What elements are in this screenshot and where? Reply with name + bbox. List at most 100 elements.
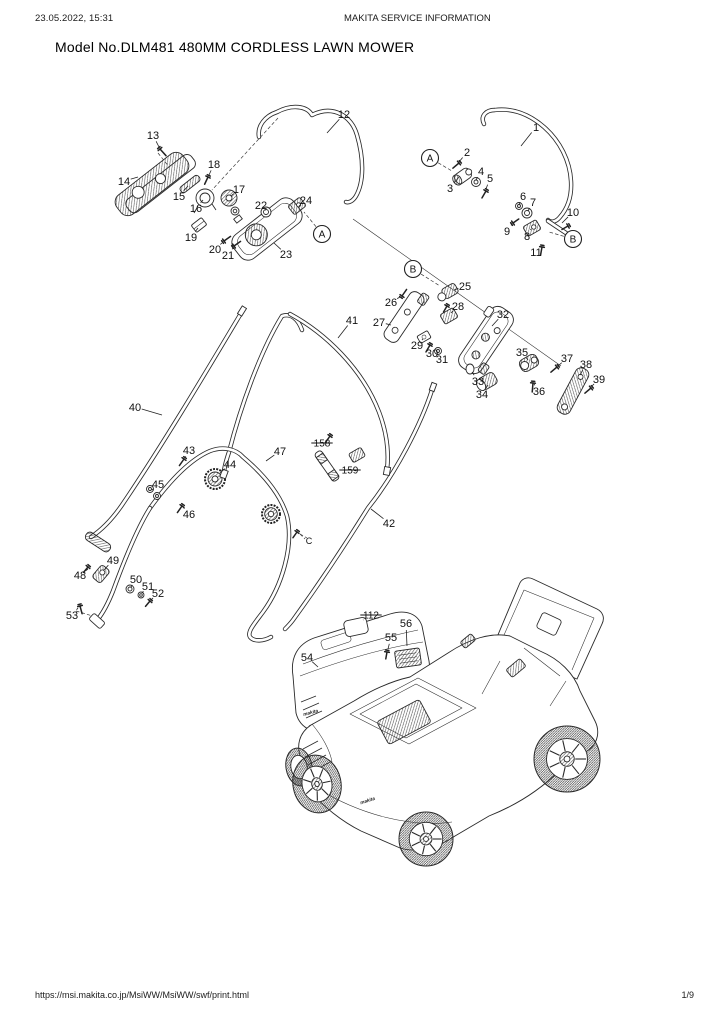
part40-grip (84, 531, 112, 553)
part38-lever (556, 367, 590, 415)
svg-text:8: 8 (524, 231, 530, 243)
handle-foot (89, 613, 105, 629)
cable42-fitting (428, 381, 438, 393)
part8-bracket (523, 219, 541, 237)
upper-handle-right-tube (480, 107, 574, 224)
letter-labels: C (299, 533, 313, 546)
svg-text:24: 24 (300, 195, 312, 207)
svg-text:20: 20 (209, 244, 221, 256)
svg-text:12: 12 (338, 109, 350, 121)
part3-pivot (452, 167, 473, 186)
cable-42 (282, 387, 435, 632)
svg-text:13: 13 (147, 130, 159, 142)
reference-circles: A B A B (303, 148, 583, 287)
svg-text:44: 44 (224, 459, 236, 471)
part29-box (416, 330, 432, 344)
part28-box (440, 307, 458, 325)
svg-text:39: 39 (593, 374, 605, 386)
svg-text:29: 29 (411, 340, 423, 352)
svg-text:14: 14 (118, 176, 130, 188)
part33-ring (465, 363, 475, 375)
part34-cylinder (476, 372, 498, 392)
svg-text:2: 2 (464, 147, 470, 159)
cable-clip-158 (314, 450, 340, 482)
svg-text:51: 51 (142, 581, 154, 593)
svg-text:15: 15 (173, 191, 185, 203)
svg-text:112: 112 (363, 611, 379, 622)
exploded-parts (84, 151, 590, 629)
part49-block (92, 565, 110, 583)
svg-text:A: A (319, 230, 326, 241)
svg-text:46: 46 (183, 509, 195, 521)
cable-clip-159 (348, 447, 366, 463)
svg-text:3: 3 (447, 183, 453, 195)
wheels (285, 725, 601, 867)
svg-text:53: 53 (66, 610, 78, 622)
svg-text:55: 55 (385, 632, 397, 644)
svg-text:26: 26 (385, 297, 397, 309)
svg-text:1: 1 (533, 122, 539, 134)
svg-text:54: 54 (301, 652, 313, 664)
svg-text:47: 47 (274, 446, 286, 458)
page-number: 1/9 (681, 990, 694, 1000)
svg-text:10: 10 (567, 207, 579, 219)
part15-spring (179, 174, 201, 194)
svg-text:36: 36 (533, 386, 545, 398)
svg-text:50: 50 (130, 574, 142, 586)
svg-text:49: 49 (107, 555, 119, 567)
brand-logo-cover: makita (303, 708, 320, 718)
svg-text:22: 22 (255, 200, 267, 212)
svg-text:27: 27 (373, 317, 385, 329)
svg-text:42: 42 (383, 518, 395, 530)
part56-vent (394, 647, 422, 669)
svg-text:B: B (410, 265, 417, 276)
svg-text:30: 30 (426, 348, 438, 360)
svg-text:A: A (427, 154, 434, 165)
svg-text:9: 9 (504, 226, 510, 238)
mower-deck: makita (298, 633, 599, 851)
svg-text:18: 18 (208, 159, 220, 171)
svg-text:40: 40 (129, 402, 141, 414)
part44b-knob (261, 504, 281, 524)
print-datetime: 23.05.2022, 15:31 (35, 13, 114, 24)
svg-text:158: 158 (314, 439, 331, 450)
brand-logo-deck: makita (360, 796, 377, 807)
label-sticker (343, 617, 369, 637)
part35-clamp (518, 354, 540, 372)
svg-text:159: 159 (342, 466, 359, 477)
svg-text:41: 41 (346, 315, 358, 327)
part23-housing (231, 197, 303, 261)
struck-part-numbers: 158 159 112 (311, 437, 382, 622)
part19-box (191, 217, 207, 233)
svg-text:C: C (306, 536, 313, 546)
svg-text:32: 32 (497, 309, 509, 321)
svg-text:28: 28 (452, 301, 464, 313)
svg-text:56: 56 (400, 618, 412, 630)
svg-text:23: 23 (280, 249, 292, 261)
svg-text:31: 31 (436, 354, 448, 366)
svg-text:52: 52 (152, 588, 164, 600)
svg-text:45: 45 (152, 479, 164, 491)
upper-handle-left-tube (256, 104, 365, 205)
svg-text:48: 48 (74, 570, 86, 582)
part17-knob (220, 189, 243, 224)
handle-tubes (88, 104, 574, 643)
service-info-header: MAKITA SERVICE INFORMATION (344, 13, 491, 24)
part27-bracket (383, 291, 430, 343)
assembly-lines (75, 117, 562, 698)
svg-text:6: 6 (520, 191, 526, 203)
mower-body: makita makita (285, 577, 604, 867)
svg-text:38: 38 (580, 359, 592, 371)
svg-text:21: 21 (222, 250, 234, 262)
small-hardware (76, 145, 595, 660)
svg-text:B: B (570, 235, 577, 246)
svg-text:34: 34 (476, 389, 488, 401)
svg-text:37: 37 (561, 353, 573, 365)
cable-40 (88, 312, 243, 540)
svg-text:5: 5 (487, 173, 493, 185)
svg-text:25: 25 (459, 281, 471, 293)
model-title: Model No.DLM481 480MM CORDLESS LAWN MOWE… (55, 39, 415, 55)
part14-lever-assembly (114, 151, 196, 217)
